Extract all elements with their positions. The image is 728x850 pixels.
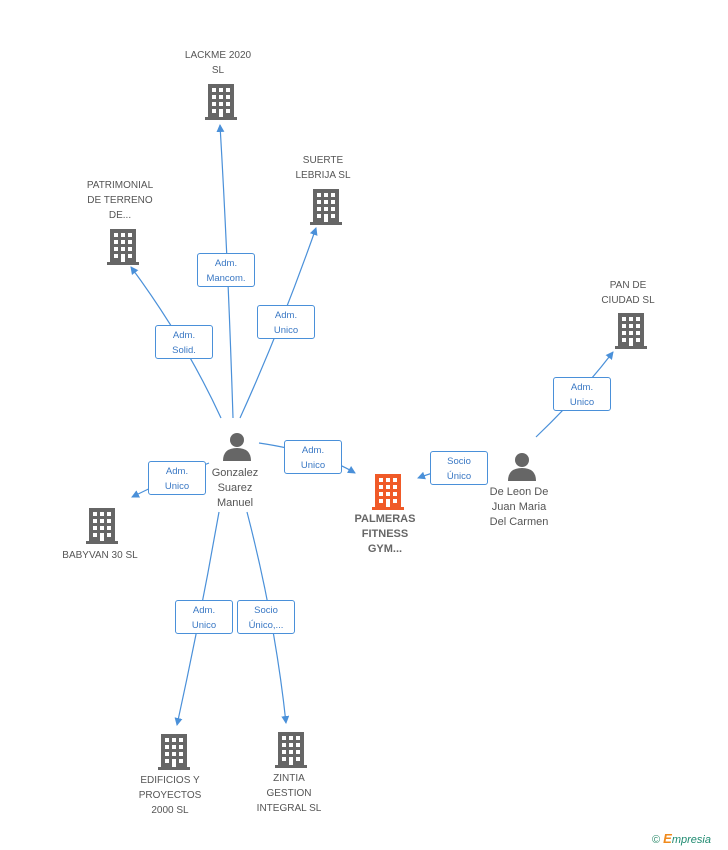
building-icon[interactable] bbox=[310, 189, 342, 225]
company-label-suerte[interactable]: SUERTE LEBRIJA SL bbox=[295, 155, 351, 181]
brand-logo-text: mpresia bbox=[671, 834, 711, 846]
company-label-palmeras[interactable]: PALMERAS FITNESS GYM... bbox=[354, 513, 416, 555]
person-icon[interactable] bbox=[507, 451, 537, 481]
relation-label-palmeras-deleon[interactable]: Socio Único bbox=[430, 451, 488, 485]
relation-label-suerte[interactable]: Adm. Unico bbox=[257, 305, 315, 339]
empresia-watermark: © Empresia bbox=[652, 831, 711, 846]
company-label-edificios[interactable]: EDIFICIOS Y PROYECTOS 2000 SL bbox=[138, 775, 202, 816]
relation-label-edificios[interactable]: Adm. Unico bbox=[175, 600, 233, 634]
company-label-zintia[interactable]: ZINTIA GESTION INTEGRAL SL bbox=[256, 773, 322, 814]
relation-label-pan[interactable]: Adm. Unico bbox=[553, 377, 611, 411]
company-label-pan[interactable]: PAN DE CIUDAD SL bbox=[601, 280, 655, 306]
relation-label-lackme[interactable]: Adm. Mancom. bbox=[197, 253, 255, 287]
person-label-deleon[interactable]: De Leon De Juan Maria Del Carmen bbox=[489, 486, 549, 528]
building-icon[interactable] bbox=[205, 84, 237, 120]
brand-logo-letter: E bbox=[663, 831, 672, 846]
building-icon[interactable] bbox=[275, 732, 307, 768]
building-icon[interactable] bbox=[615, 313, 647, 349]
company-label-patrimonial[interactable]: PATRIMONIAL DE TERRENO DE... bbox=[86, 180, 154, 221]
person-icon[interactable] bbox=[222, 431, 252, 461]
company-label-babyvan[interactable]: BABYVAN 30 SL bbox=[62, 550, 138, 561]
building-icon-main[interactable] bbox=[372, 474, 404, 510]
building-icon[interactable] bbox=[107, 229, 139, 265]
building-icon[interactable] bbox=[86, 508, 118, 544]
relation-label-zintia[interactable]: Socio Único,... bbox=[237, 600, 295, 634]
person-label-gonzalez[interactable]: Gonzalez Suarez Manuel bbox=[211, 467, 259, 509]
building-icon[interactable] bbox=[158, 734, 190, 770]
relation-label-babyvan[interactable]: Adm. Unico bbox=[148, 461, 206, 495]
relation-label-palmeras-gonzalez[interactable]: Adm. Unico bbox=[284, 440, 342, 474]
copyright-symbol: © bbox=[652, 834, 661, 846]
company-label-lackme[interactable]: LACKME 2020 SL bbox=[184, 50, 252, 76]
relation-label-patrimonial[interactable]: Adm. Solid. bbox=[155, 325, 213, 359]
